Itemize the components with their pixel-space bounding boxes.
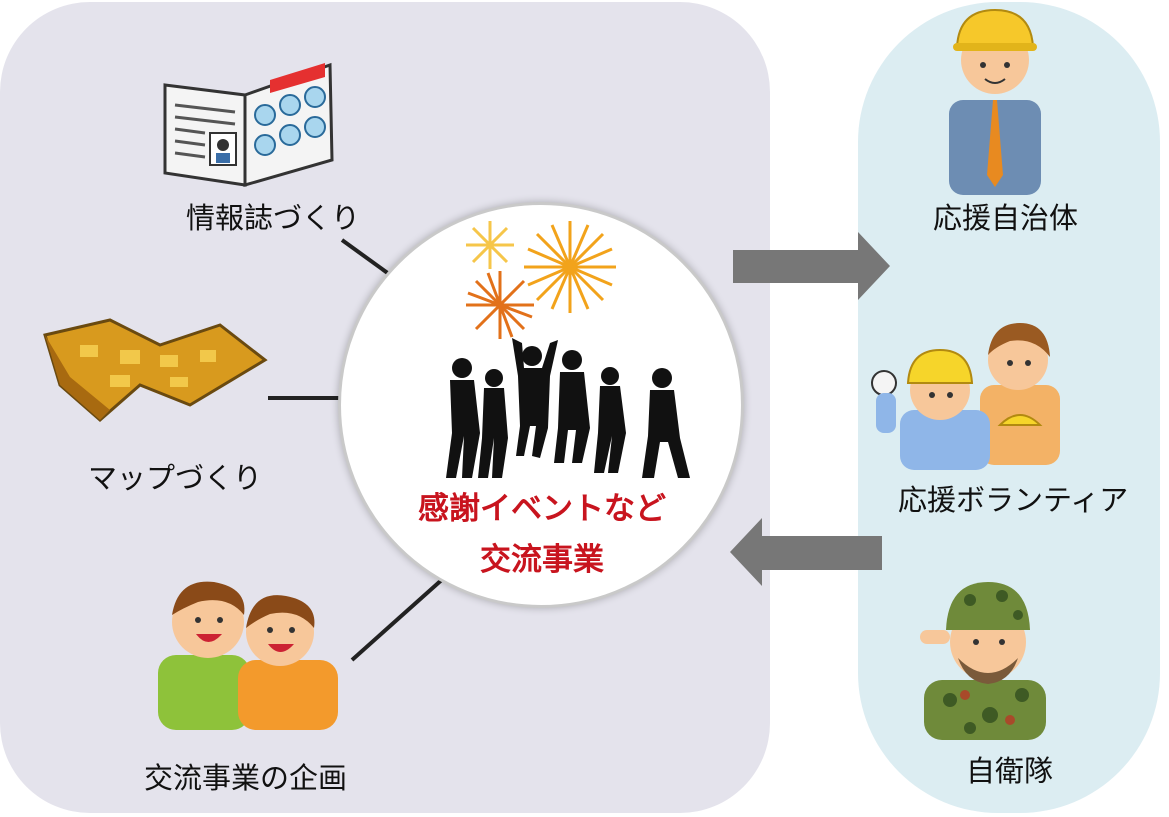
municipality-label: 応援自治体	[933, 201, 1079, 235]
planning-label: 交流事業の企画	[144, 761, 348, 795]
event-title-line1: 感謝イベントなど	[418, 491, 666, 527]
magazine-label: 情報誌づくり	[186, 201, 361, 235]
fireworks-icon	[466, 221, 616, 339]
map-label: マップづくり	[88, 461, 263, 495]
friends-icon	[158, 581, 338, 730]
dancing-people-icon	[446, 338, 690, 478]
magazine-icon	[163, 62, 334, 187]
worker-helmet-icon	[949, 8, 1041, 195]
volunteer-label: 応援ボランティア	[898, 483, 1129, 517]
volunteers-icon	[871, 323, 1060, 470]
sdf-label: 自衛隊	[966, 754, 1054, 788]
event-title-line2: 交流事業	[480, 542, 604, 578]
map-icon	[43, 318, 268, 422]
soldier-icon	[920, 582, 1046, 740]
